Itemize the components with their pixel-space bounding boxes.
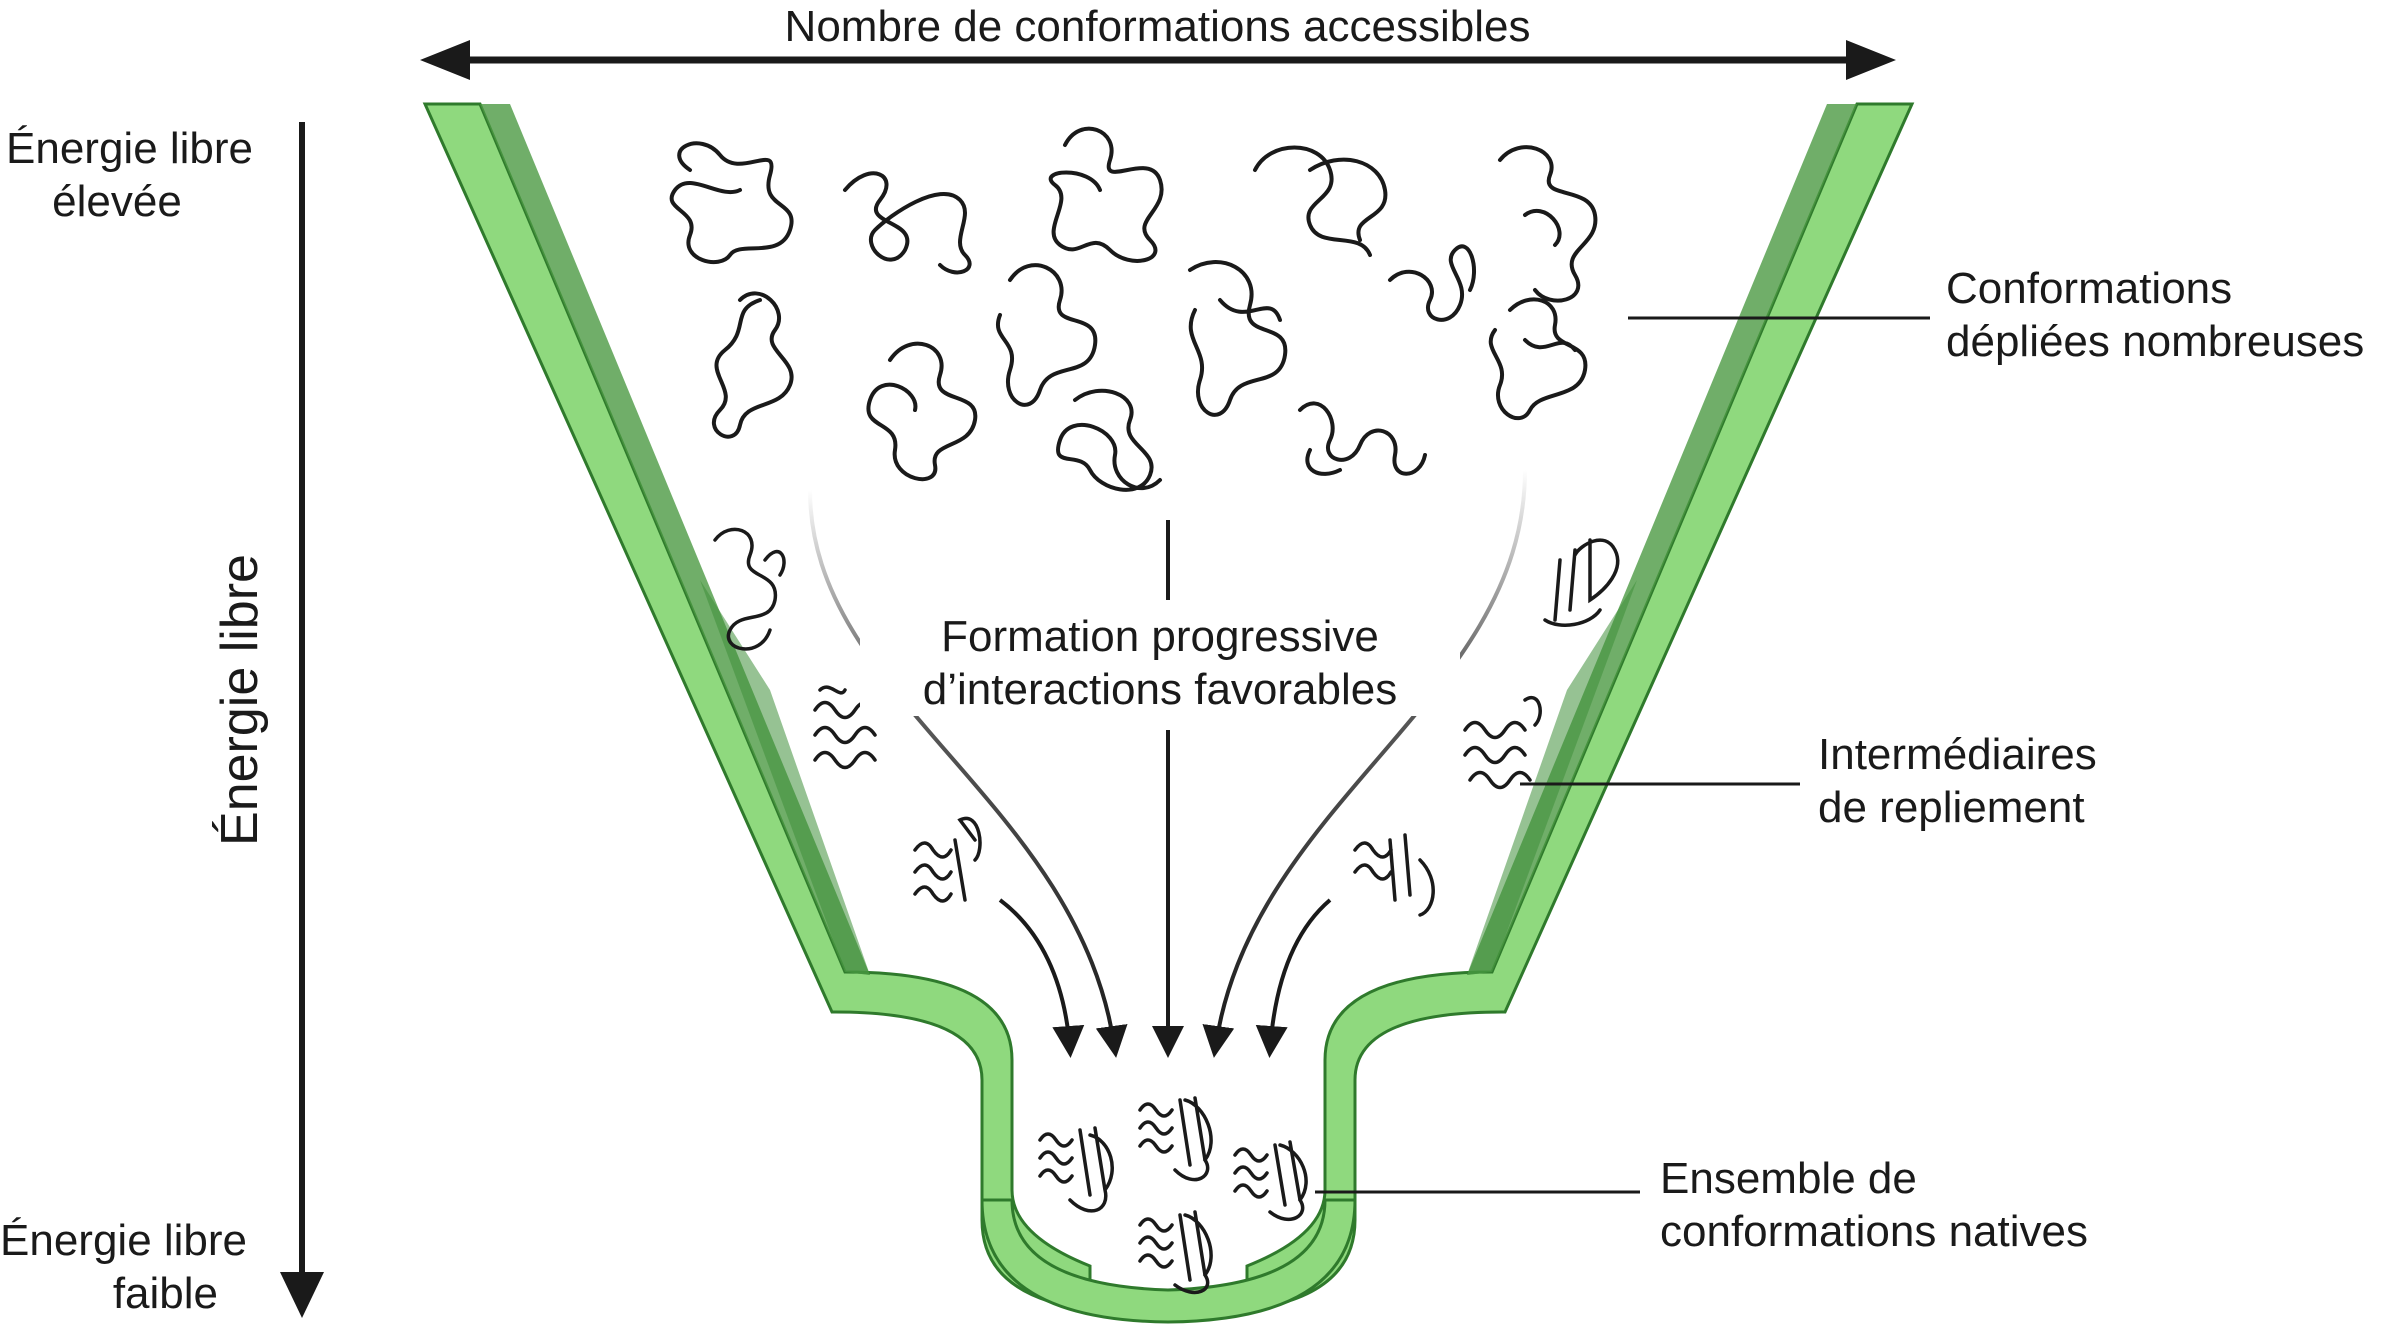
- path-arrow-left-inner: [998, 898, 1085, 1058]
- funnel-shape: [422, 102, 1915, 1324]
- coil-13: [1488, 297, 1588, 421]
- intermediate-helix-right: [1463, 696, 1542, 790]
- high-free-energy-line-2: élevée: [52, 177, 182, 226]
- intermediate-coil-left: [713, 527, 786, 651]
- intermediates-label-line-2: de repliement: [1818, 783, 2085, 832]
- coil-8: [996, 263, 1098, 407]
- native-fold-2: [1138, 1096, 1213, 1182]
- native-label-line-2: conformations natives: [1660, 1207, 2088, 1256]
- intermediate-helix-left: [813, 685, 877, 770]
- folding-intermediates-left: [713, 527, 982, 903]
- coil-9: [1056, 388, 1162, 492]
- native-label-line-1: Ensemble de: [1660, 1154, 1917, 1203]
- intermediate-mixed-right: [1353, 833, 1435, 917]
- unfolded-conformations: [669, 126, 1598, 492]
- native-fold-4: [1233, 1140, 1308, 1222]
- folding-intermediates-label: Intermédiaires de repliement: [1818, 728, 2097, 834]
- low-free-energy-line-2: faible: [112, 1269, 218, 1318]
- favorable-interactions-label: Formation progressive d’interactions fav…: [860, 610, 1460, 716]
- coil-12: [1388, 244, 1476, 322]
- folding-intermediates-right: [1353, 538, 1620, 917]
- free-energy-axis-arrow: [280, 122, 324, 1318]
- funnel-bowl: [980, 1198, 1357, 1324]
- native-ensemble-label: Ensemble de conformations natives: [1660, 1152, 2088, 1258]
- low-free-energy-line-1: Énergie libre: [0, 1216, 248, 1265]
- intermediates-label-line-1: Intermédiaires: [1818, 730, 2097, 779]
- high-free-energy-line-1: Énergie libre: [6, 124, 254, 173]
- high-free-energy-label: Énergie libre élevée: [6, 122, 254, 228]
- accessible-conformations-title: Nombre de conformations accessibles: [784, 2, 1531, 51]
- coil-6: [711, 291, 794, 439]
- native-fold-3: [1138, 1210, 1213, 1295]
- favorable-interactions-line-2: d’interactions favorables: [922, 665, 1398, 714]
- coil-3: [1048, 126, 1164, 263]
- accessible-conformations-arrow: [420, 40, 1896, 80]
- coil-1: [669, 141, 794, 265]
- coil-11: [1298, 401, 1427, 476]
- coil-4: [1253, 145, 1388, 257]
- native-ensemble: [1038, 1096, 1308, 1295]
- free-energy-axis-label: Énergie libre: [211, 554, 269, 846]
- unfolded-label-line-1: Conformations: [1946, 264, 2233, 313]
- coil-5: [1498, 145, 1598, 303]
- coil-2: [843, 171, 972, 275]
- favorable-interactions-line-1: Formation progressive: [941, 612, 1379, 661]
- coil-10: [1188, 260, 1288, 417]
- unfolded-label-line-2: dépliées nombreuses: [1946, 317, 2365, 366]
- native-fold-1: [1038, 1126, 1114, 1213]
- path-arrow-right-inner: [1255, 898, 1332, 1058]
- intermediate-sheet-right: [1543, 538, 1620, 627]
- intermediate-mixed-left: [913, 816, 982, 903]
- low-free-energy-label: Énergie libre faible: [0, 1214, 248, 1320]
- path-arrow-left-outer: [808, 489, 1128, 1058]
- path-arrow-right-outer: [1202, 469, 1527, 1058]
- coil-7: [866, 341, 978, 482]
- folding-pathway-arrows: [808, 469, 1527, 1058]
- unfolded-conformations-label: Conformations dépliées nombreuses: [1946, 262, 2364, 368]
